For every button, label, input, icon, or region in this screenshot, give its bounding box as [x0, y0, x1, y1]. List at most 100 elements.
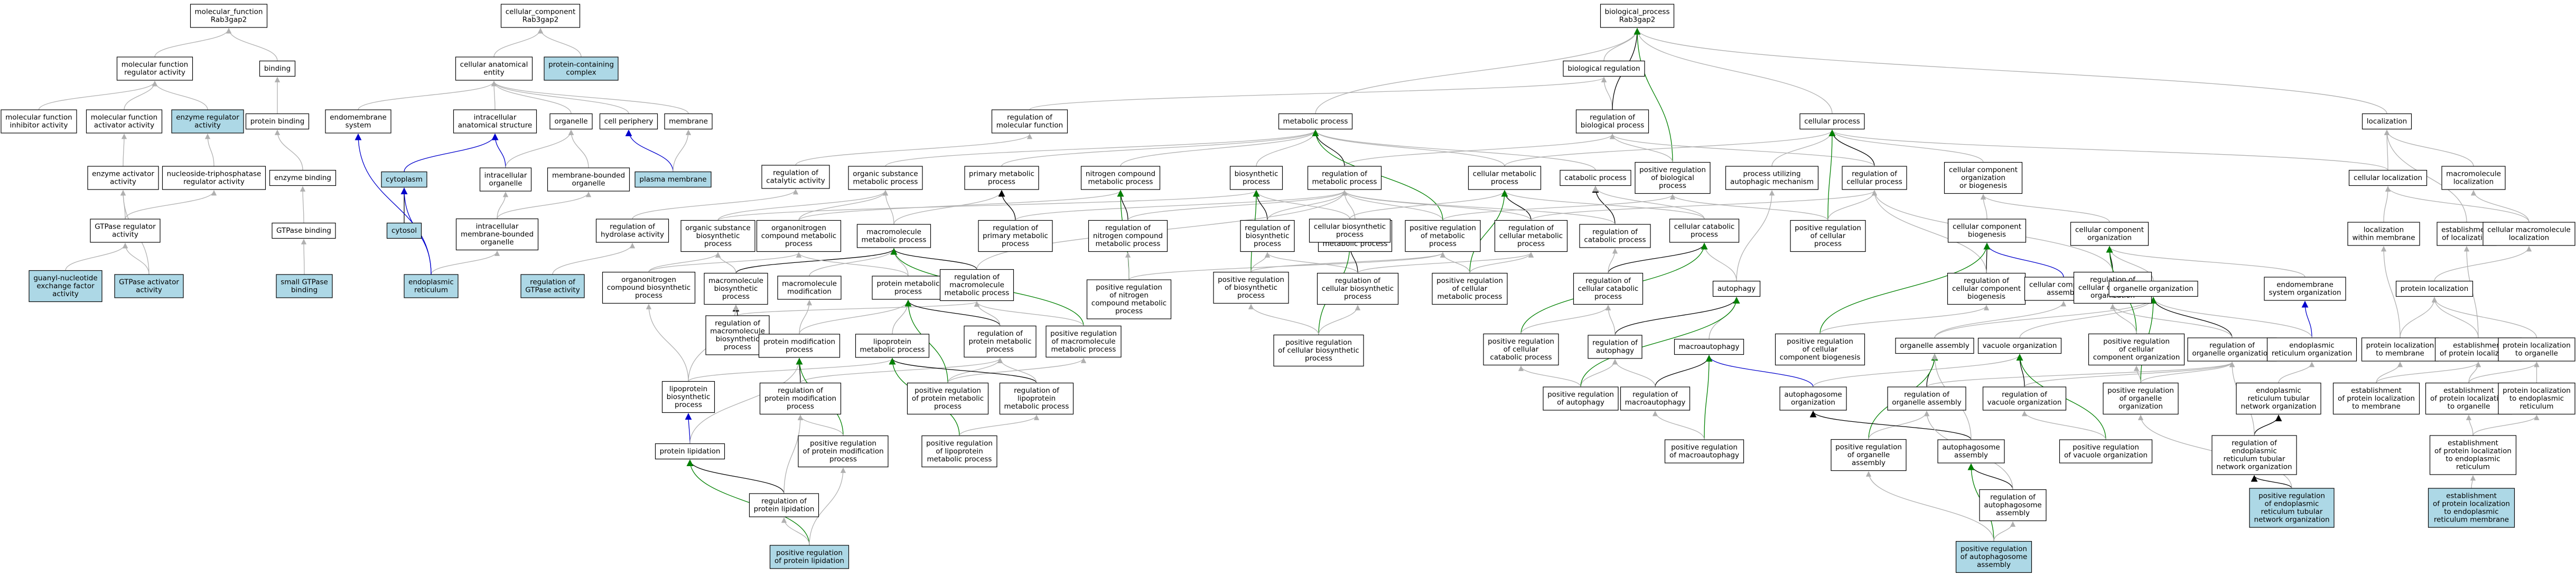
go-term-node-protbind[interactable]: protein binding [245, 113, 310, 130]
go-term-node-cellproc[interactable]: cellular process [1799, 113, 1865, 130]
go-term-node-orgassembly[interactable]: organelle assembly [1895, 337, 1974, 354]
go-term-node-protlipid[interactable]: protein lipidation [655, 443, 725, 460]
go-term-node-autophagy[interactable]: autophagy [1712, 280, 1761, 297]
go-term-node-orgorg[interactable]: organelle organization [2108, 280, 2198, 297]
go-term-node-cellloc[interactable]: cellular localization [2348, 169, 2428, 186]
go-term-node-cytosol[interactable]: cytosol [386, 222, 422, 239]
go-term-node-organelle[interactable]: organelle [549, 113, 593, 130]
go-term-node-membrane[interactable]: membrane [664, 113, 713, 130]
go-term-node-cellperi[interactable]: cell periphery [599, 113, 658, 130]
go-term-node-plasmamem[interactable]: plasma membrane [634, 171, 712, 188]
go-term-node-gtpbind[interactable]: GTPase binding [272, 222, 336, 239]
go-term-node-metab[interactable]: metabolic process [1278, 113, 1353, 130]
go-term-node-catab[interactable]: catabolic process [1560, 169, 1631, 186]
go-term-node-enzbind[interactable]: enzyme binding [269, 169, 337, 186]
go-term-node-localiz[interactable]: localization [2362, 113, 2412, 130]
go-term-node-vacuoleorg[interactable]: vacuole organization [1977, 337, 2062, 354]
